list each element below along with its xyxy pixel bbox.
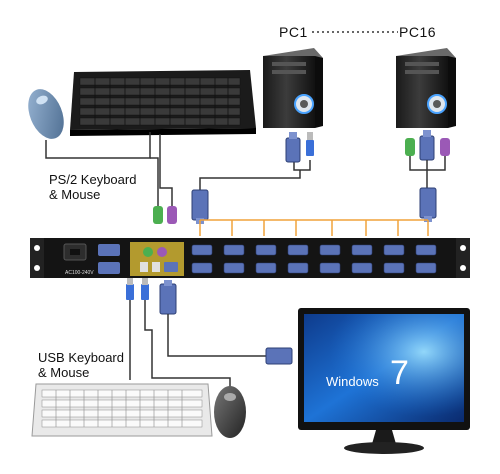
kvm-vga-port	[191, 262, 213, 274]
kvm-vga-port	[383, 244, 405, 256]
pc1-vga-plug	[191, 189, 209, 224]
port-link-lines	[199, 219, 429, 236]
ps2-keyboard	[70, 70, 256, 136]
pc-first-label: PC1	[279, 24, 308, 40]
kvm-vga-port	[223, 244, 245, 256]
monitor-os-version: 7	[390, 354, 409, 392]
pc1-vga-usb-connector	[199, 132, 314, 192]
kvm-port-grid	[191, 244, 437, 274]
ps2-mouse	[28, 89, 64, 139]
pc-tower-first	[263, 48, 323, 128]
kvm-vga-port	[223, 262, 245, 274]
usb-console-cables	[126, 278, 266, 392]
kvm-vga-port	[191, 244, 213, 256]
kvm-vga-port	[287, 244, 309, 256]
pc-tower-last	[396, 48, 456, 128]
kvm-vga-port	[351, 244, 373, 256]
usb-label-line2: & Mouse	[38, 365, 90, 380]
kvm-vga-port	[287, 262, 309, 274]
usb-mouse	[214, 386, 246, 438]
ps2-label-line2: & Mouse	[49, 187, 101, 202]
kvm-vga-port	[319, 262, 341, 274]
power-label: AC100-240V	[65, 270, 94, 276]
usb-keyboard-mouse-label: USB Keyboard & Mouse	[38, 350, 124, 380]
kvm-vga-port	[415, 262, 437, 274]
usb-label-line1: USB Keyboard	[38, 350, 124, 365]
kvm-vga-port	[255, 244, 277, 256]
ps2-label-line1: PS/2 Keyboard	[49, 172, 137, 187]
pc-last-label: PC16	[399, 24, 437, 40]
kvm-vga-port	[319, 244, 341, 256]
kvm-vga-port	[351, 262, 373, 274]
ps2-green-plug	[153, 206, 163, 224]
kvm-vga-port	[255, 262, 277, 274]
kvm-vga-port	[383, 262, 405, 274]
monitor-os-name: Windows	[326, 374, 379, 389]
kvm-vga-port	[415, 244, 437, 256]
ps2-keyboard-mouse-label: PS/2 Keyboard & Mouse	[49, 172, 136, 202]
usb-keyboard	[31, 383, 213, 437]
ps2-cables	[45, 132, 173, 206]
pc16-ps2-vga-connectors	[405, 130, 450, 222]
lcd-monitor	[298, 308, 470, 454]
ps2-purple-plug	[167, 206, 177, 224]
monitor-vga-plug	[265, 347, 293, 365]
